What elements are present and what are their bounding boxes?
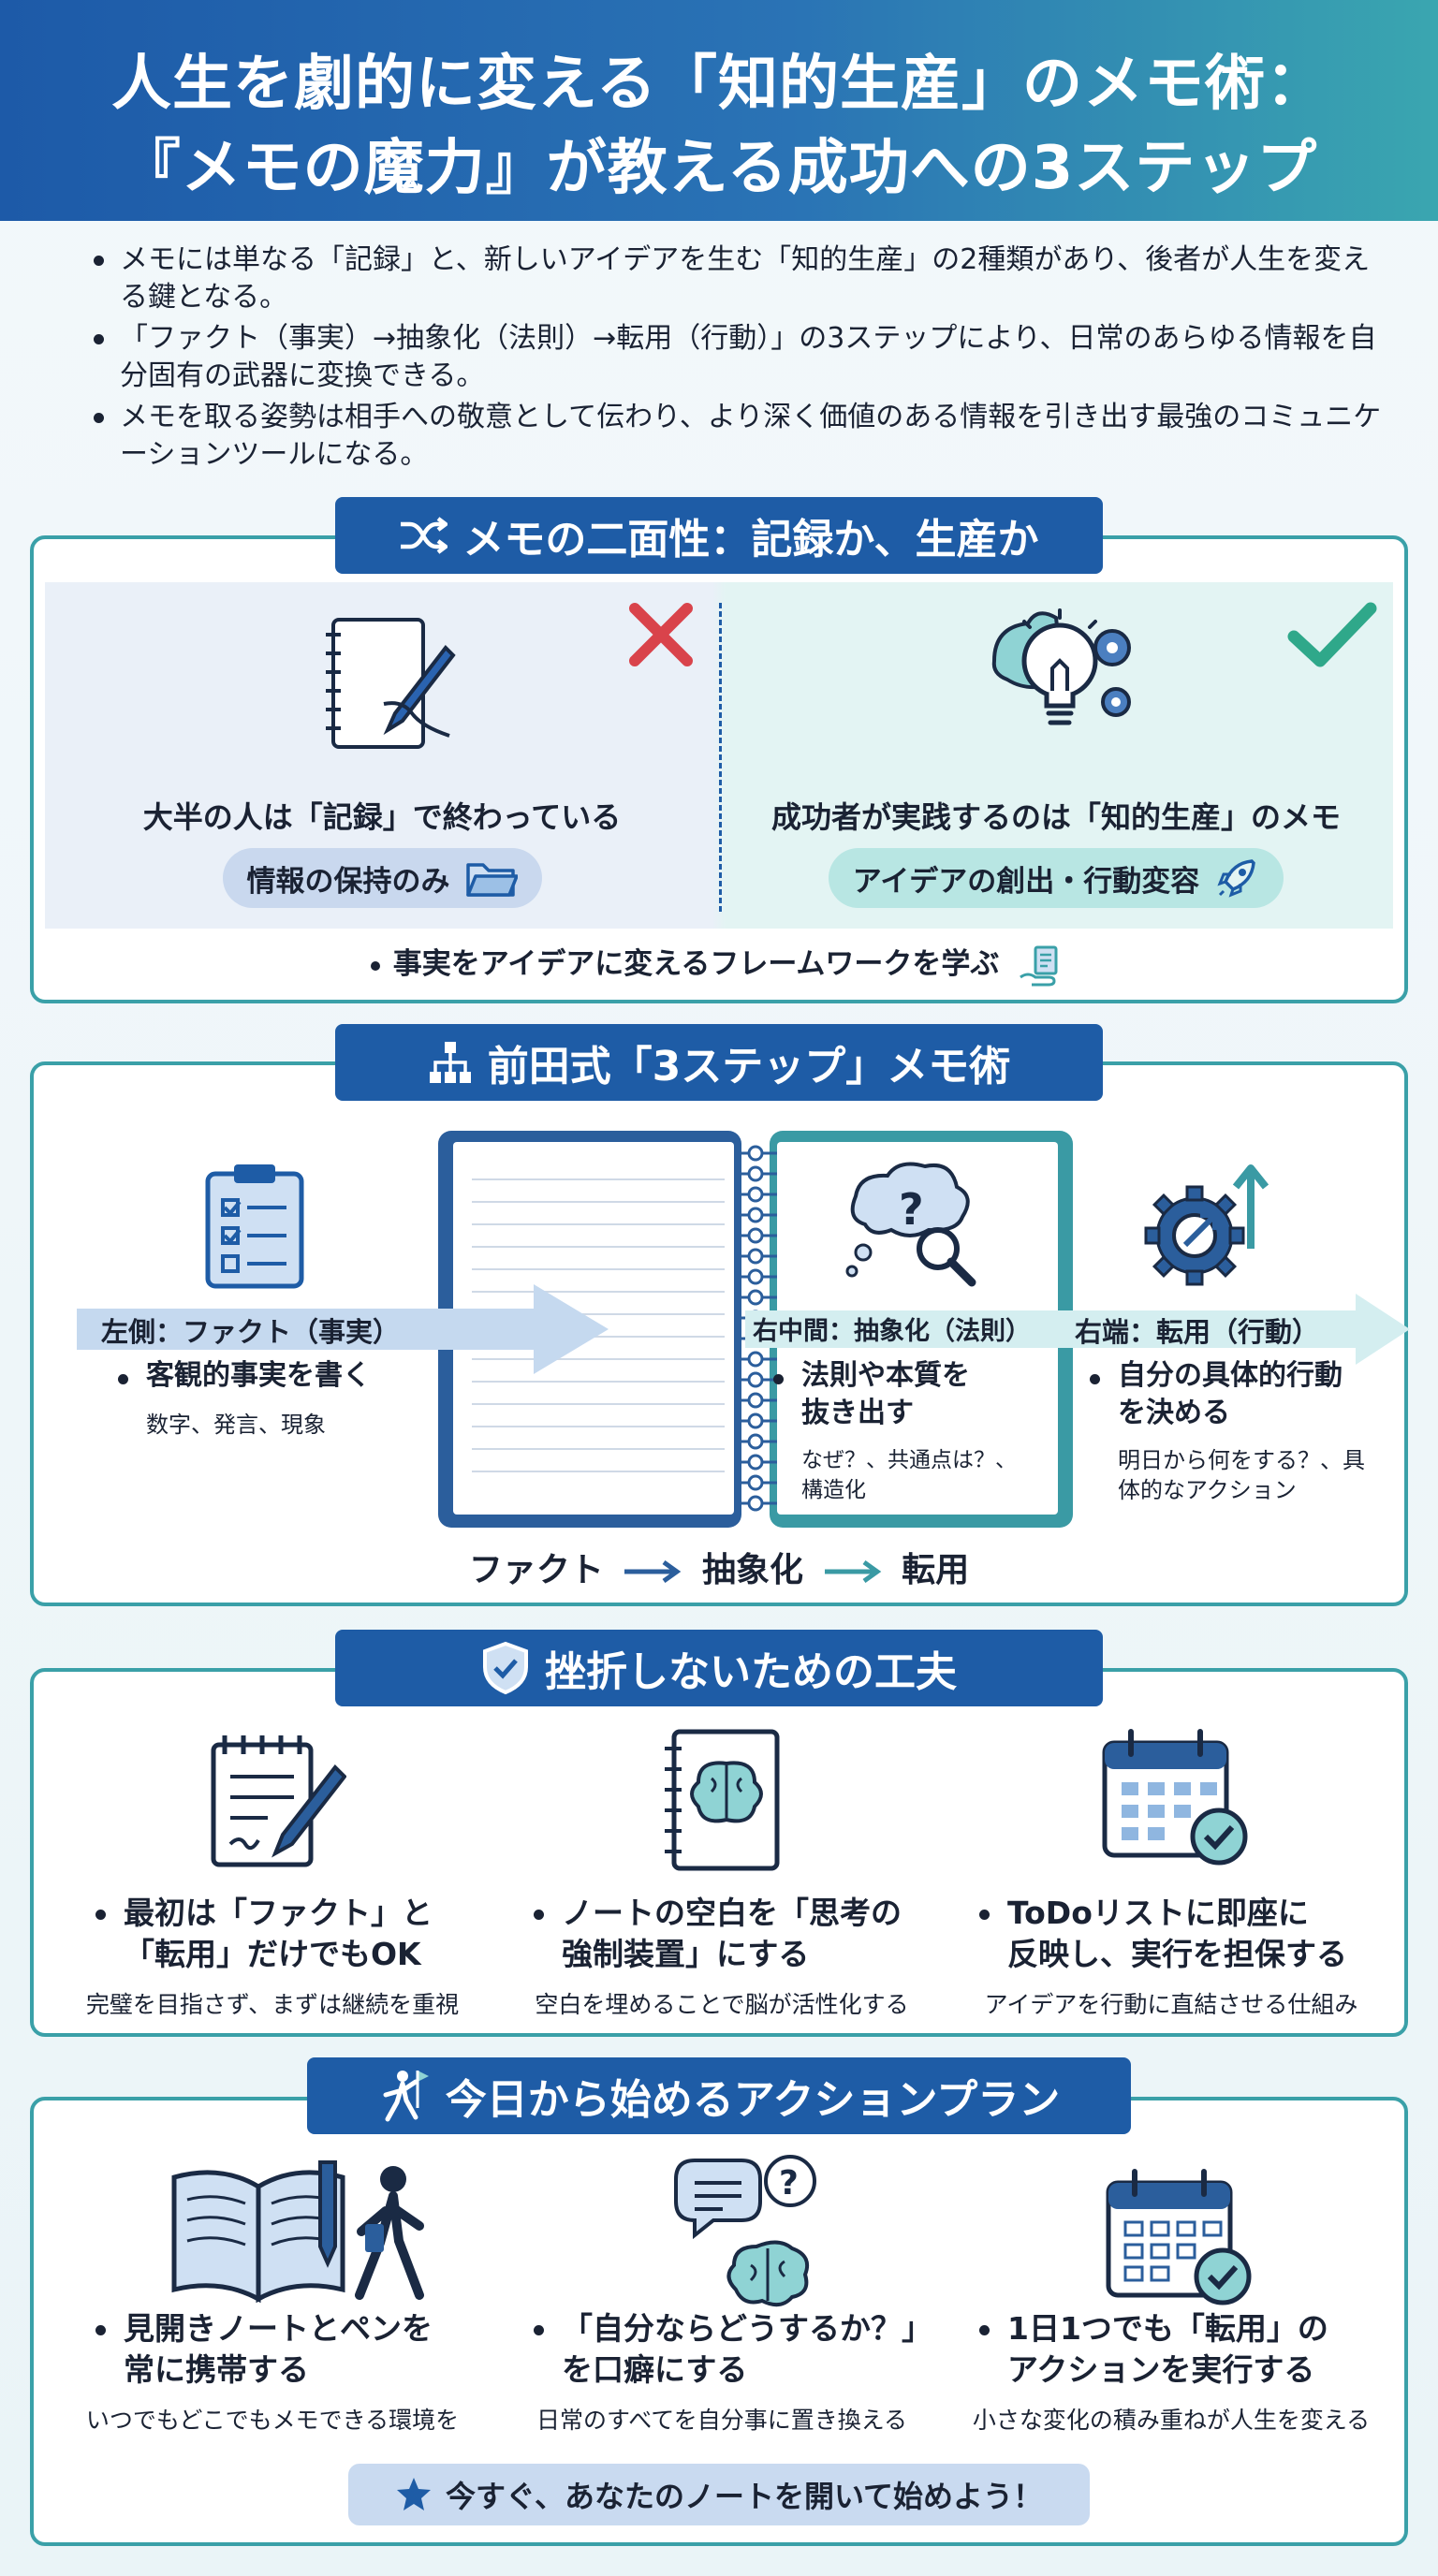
intro-bullet: メモを取る姿勢は相手への敬意として伝わり、より深く価値のある情報を引き出す最強の… <box>92 399 1393 474</box>
duality-footer: 事実をアイデアに変えるフレームワークを学ぶ <box>34 940 1404 988</box>
tip-3-sub: アイデアを行動に直結させる仕組み <box>984 1991 1358 2018</box>
flow-step-abstraction: 抽象化 <box>701 1551 803 1589</box>
open-book-walker-icon <box>165 2159 436 2318</box>
record-heading: 大半の人は「記録」で終わっている <box>142 799 622 835</box>
tip-1-title: 最初は「ファクト」と「転用」だけでもOK <box>92 1893 485 1975</box>
chat-brain-icon: ? <box>667 2151 835 2320</box>
tip-2-title: ノートの空白を「思考の強制装置」にする <box>530 1893 923 1975</box>
tip-2-sub: 空白を埋めることで脳が活性化する <box>535 1991 909 2018</box>
tip-3-title: ToDoリストに即座に反映し、実行を担保する <box>976 1893 1387 1975</box>
action-1-sub: いつでもどこでもメモできる環境を <box>85 2407 460 2434</box>
action-2-line1: 「自分ならどうするか？」 <box>562 2310 932 2347</box>
notebook-brain-icon <box>655 1726 786 1878</box>
page-title-line2: 『メモの魔力』が教える成功への3ステップ <box>120 134 1318 203</box>
production-pill: アイデアの創出・行動変容 <box>828 848 1284 908</box>
abstraction-label: 右中間：抽象化（法則） <box>753 1317 1031 1346</box>
notebook-pen-icon <box>305 610 474 764</box>
abstraction-arrow <box>745 1294 1412 1368</box>
header-banner: 人生を劇的に変える「知的生産」のメモ術： 『メモの魔力』が教える成功への3ステッ… <box>0 0 1438 221</box>
action-1-line1: 見開きノートとペンを <box>124 2310 433 2347</box>
tip-1-sub: 完璧を目指さず、まずは継続を重視 <box>85 1991 460 2018</box>
rocket-icon <box>1217 859 1256 898</box>
folder-icon <box>465 863 518 897</box>
clipboard-checklist-icon <box>202 1159 307 1294</box>
notepad-pen-icon <box>204 1730 347 1874</box>
calendar-check-icon <box>1101 2166 1260 2320</box>
intro-bullet: メモには単なる「記録」と、新しいアイデアを生む「知的生産」の2種類があり、後者が… <box>92 242 1393 316</box>
fact-label: 左側：ファクト（事実） <box>101 1316 401 1348</box>
section-tips: 最初は「ファクト」と「転用」だけでもOK 完璧を目指さず、まずは継続を重視 ノー… <box>30 1668 1408 2037</box>
fact-arrow <box>77 1282 612 1380</box>
record-pill-wrap: 情報の保持のみ <box>45 848 719 908</box>
section-three-steps: ? 左側：ファクト（事実） 客観的事実を書く 数字、発言、現象 右中間：抽象化（… <box>30 1061 1410 1606</box>
tip-3-line2: 反映し、実行を担保する <box>1007 1936 1347 1972</box>
section-action-plan: ? 見開きノートとペンを常に携帯する いつでもどこでもメモできる環境を 「自分な… <box>30 2097 1408 2546</box>
flow-arrow-icon <box>624 1559 682 1584</box>
tip-3-line1: ToDoリストに即座に <box>1007 1895 1309 1931</box>
calendar-check-icon <box>1097 1726 1256 1880</box>
tip-2-line1: ノートの空白を「思考の <box>562 1895 902 1931</box>
record-pill-label: 情報の保持のみ <box>246 864 450 899</box>
gear-arrow-icon <box>1135 1155 1275 1299</box>
runner-flag-icon <box>383 2071 429 2122</box>
action-3-sub: 小さな変化の積み重ねが人生を変える <box>972 2407 1371 2434</box>
section3-title-banner: 挫折しないための工夫 <box>335 1630 1103 1706</box>
abstraction-bullet: 法則や本質を抜き出す <box>770 1357 994 1432</box>
svg-text:?: ? <box>899 1184 924 1235</box>
thought-bubble-magnifier-icon: ? <box>843 1159 992 1294</box>
page-title-line1: 人生を劇的に変える「知的生産」のメモ術： <box>110 50 1328 119</box>
flow-row: ファクト 抽象化 転用 <box>34 1543 1404 1591</box>
production-pill-wrap: アイデアの創出・行動変容 <box>719 848 1393 908</box>
tip-2-line2: 強制装置」にする <box>562 1936 810 1972</box>
action-3-line1: 1日1つでも「転用」の <box>1007 2310 1328 2347</box>
intro-bullet: 「ファクト（事実）→抽象化（法則）→転用（行動）」の3ステップにより、日常のあら… <box>92 320 1393 395</box>
application-bullet: 自分の具体的行動を決める <box>1086 1357 1357 1432</box>
section1-title-banner: メモの二面性：記録か、生産か <box>335 497 1103 574</box>
hand-card-icon <box>1020 945 1058 986</box>
section4-title-banner: 今日から始めるアクションプラン <box>307 2057 1131 2134</box>
shuffle-icon <box>401 517 448 554</box>
cta-text: 今すぐ、あなたのノートを開いて始めよう！ <box>445 2479 1044 2514</box>
duality-footer-text: 事実をアイデアに変えるフレームワークを学ぶ <box>392 947 1000 981</box>
action-1-line2: 常に携帯する <box>124 2351 309 2388</box>
intro-bullets: メモには単なる「記録」と、新しいアイデアを生む「知的生産」の2種類があり、後者が… <box>92 242 1393 477</box>
section2-title: 前田式「3ステップ」メモ術 <box>487 1043 1011 1090</box>
action-2-sub: 日常のすべてを自分事に置き換える <box>536 2407 907 2434</box>
action-3-title: 1日1つでも「転用」のアクションを実行する <box>976 2308 1397 2391</box>
shield-check-icon <box>483 1641 528 1695</box>
action-2-line2: を口癖にする <box>562 2351 748 2388</box>
section4-title: 今日から始めるアクションプラン <box>445 2076 1061 2124</box>
cta-banner: 今すぐ、あなたのノートを開いて始めよう！ <box>348 2464 1090 2525</box>
fact-sub: 数字、発言、現象 <box>146 1412 326 1438</box>
lightbulb-gears-icon <box>976 605 1144 768</box>
section2-title-banner: 前田式「3ステップ」メモ術 <box>335 1024 1103 1101</box>
check-icon <box>1284 597 1378 676</box>
flow-step-fact: ファクト <box>468 1551 604 1589</box>
fact-bullet: 客観的事実を書く <box>114 1357 371 1395</box>
action-1-title: 見開きノートとペンを常に携帯する <box>92 2308 504 2391</box>
section1-title: メモの二面性：記録か、生産か <box>462 516 1039 564</box>
section-memo-duality: 大半の人は「記録」で終わっている 情報の保持のみ 成功者が実践するのは「知的生産… <box>30 535 1408 1003</box>
application-sub: 明日から何をする？、具体的なアクション <box>1118 1447 1365 1503</box>
tip-1-line1: 最初は「ファクト」と <box>124 1895 433 1931</box>
hierarchy-icon <box>429 1042 471 1083</box>
production-heading: 成功者が実践するのは「知的生産」のメモ <box>770 799 1341 835</box>
x-mark-icon <box>625 599 697 674</box>
production-pill-label: アイデアの創出・行動変容 <box>852 864 1200 899</box>
section3-title: 挫折しないための工夫 <box>545 1648 957 1696</box>
duality-divider <box>719 603 722 912</box>
flow-step-application: 転用 <box>902 1551 970 1589</box>
abstraction-sub: なぜ？、共通点は？、構造化 <box>801 1448 1017 1502</box>
action-2-title: 「自分ならどうするか？」を口癖にする <box>530 2308 961 2391</box>
flow-arrow-icon <box>824 1559 881 1584</box>
star-icon <box>396 2478 431 2510</box>
action-3-line2: アクションを実行する <box>1007 2351 1315 2388</box>
footer-bullet <box>370 960 380 971</box>
tip-1-line2: 「転用」だけでもOK <box>124 1936 421 1972</box>
svg-text:?: ? <box>779 2164 799 2203</box>
application-label: 右端：転用（行動） <box>1075 1316 1320 1348</box>
record-pill: 情報の保持のみ <box>222 848 542 908</box>
